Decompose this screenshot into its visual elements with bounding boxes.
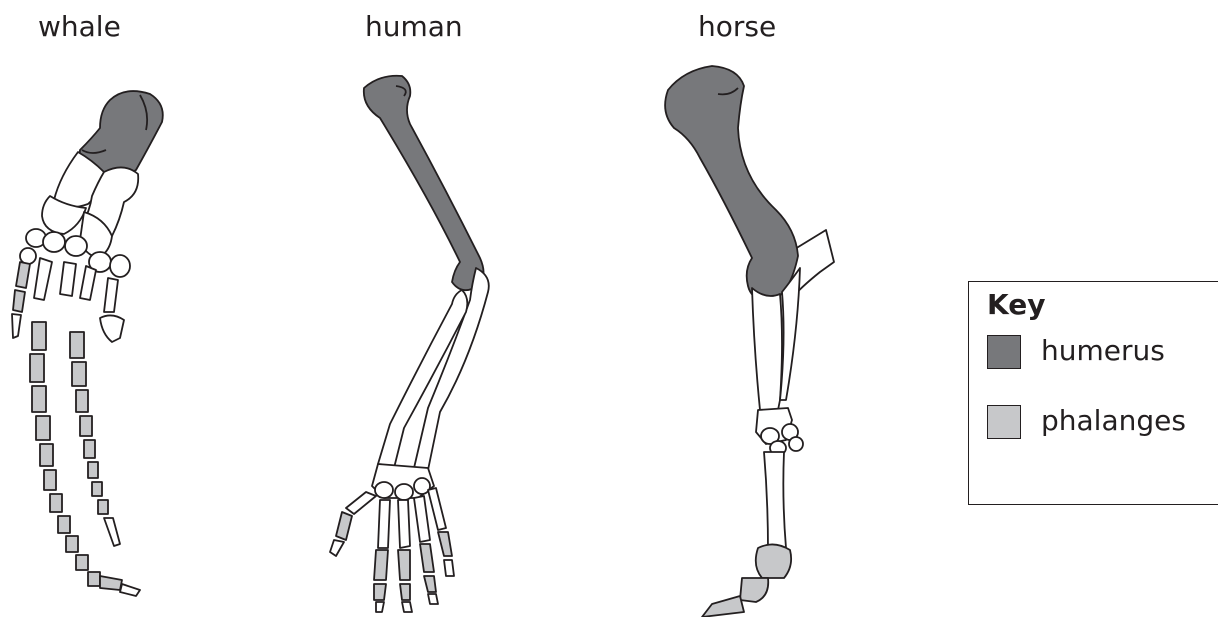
- horse-phalanges: [756, 544, 791, 578]
- horse-radius: [752, 288, 782, 410]
- horse-leg: [665, 66, 834, 617]
- horse-humerus: [665, 66, 798, 300]
- human-humerus: [364, 76, 484, 290]
- key-title: Key: [987, 288, 1045, 321]
- humerus-key-label: humerus: [1041, 334, 1165, 367]
- key-box: Key humerus phalanges: [968, 281, 1218, 505]
- phalanges-swatch: [987, 405, 1021, 439]
- phalanges-key-label: phalanges: [1041, 404, 1186, 437]
- humerus-swatch: [987, 335, 1021, 369]
- whale-flipper: [12, 91, 163, 596]
- human-arm: [330, 76, 489, 612]
